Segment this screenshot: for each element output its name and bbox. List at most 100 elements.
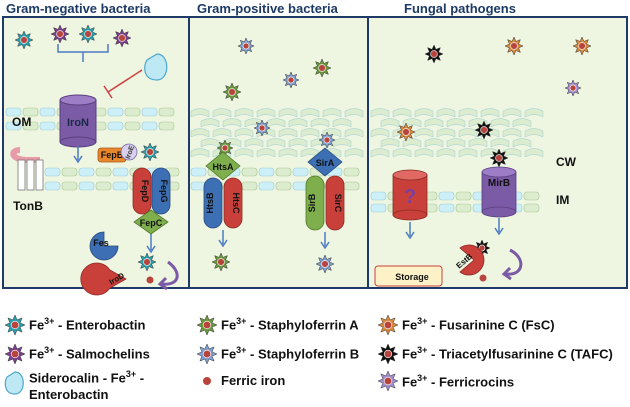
fe-sup: 3+	[125, 369, 137, 379]
membrane-tile	[424, 118, 444, 128]
membrane-tile	[141, 121, 158, 131]
membrane-tile	[436, 148, 456, 158]
membrane-tile	[310, 118, 330, 128]
membrane-tile	[190, 167, 207, 177]
legend-staph-a-text: - Staphyloferrin A	[246, 317, 359, 333]
fe-label: Fe	[402, 317, 418, 333]
salmochelin-star-icon	[112, 28, 132, 48]
mirb-label: MirB	[488, 178, 510, 189]
legend-enterobactin: Fe3+ - Enterobactin	[29, 316, 145, 332]
legend-enterobactin-text: - Enterobactin	[54, 317, 146, 333]
legend-staphyloferrin-b-star-icon	[196, 343, 218, 365]
membrane-tile	[370, 128, 390, 138]
enterobactin-star-icon	[137, 252, 157, 272]
membrane-tile	[124, 107, 141, 117]
legend-siderocalin-text: Siderocalin - Fe	[29, 370, 126, 386]
membrane-tile	[370, 191, 387, 201]
membrane-tile	[458, 148, 478, 158]
inhibition-line	[103, 69, 143, 99]
membrane-tile	[380, 118, 400, 128]
legend-enterobactin-star-icon	[4, 314, 26, 336]
membrane-tile	[322, 108, 342, 118]
membrane-tile	[502, 108, 522, 118]
legend-siderocalin-dash: -	[136, 370, 145, 386]
membrane-tile	[278, 108, 298, 118]
membrane-tile	[490, 138, 510, 148]
membrane-tile	[278, 128, 298, 138]
membrane-tile	[455, 191, 472, 201]
membrane-tile	[424, 138, 444, 148]
membrane-tile	[95, 181, 112, 191]
enterobactin-star-icon	[78, 24, 98, 44]
legend-siderocalin-enterobactin: Enterobactin	[29, 387, 109, 402]
membrane-tile	[300, 128, 320, 138]
ferric-iron-dot-icon	[146, 276, 154, 284]
gram-negative-panel: IroN OM TonB FepB IroE FepD	[2, 16, 190, 296]
membrane-tile	[107, 121, 124, 131]
fe-sup: 3+	[236, 316, 247, 326]
cw-label: CW	[556, 155, 577, 169]
membrane-tile	[44, 181, 61, 191]
staphyloferrin-a-star-icon	[216, 139, 234, 157]
membrane-tile	[300, 108, 320, 118]
fsc-star-icon	[572, 36, 592, 56]
fepc-label: FepC	[140, 218, 163, 228]
htsa-label: HtsA	[212, 162, 234, 172]
membrane-tile	[112, 181, 129, 191]
membrane-tile	[258, 181, 275, 191]
tafc-star-icon	[474, 120, 494, 140]
membrane-tile	[446, 138, 466, 148]
fepd-label: FepD	[140, 180, 150, 203]
sirc-label: SirC	[333, 194, 343, 213]
legend-icons	[4, 314, 399, 392]
im-label: IM	[556, 193, 569, 207]
legend-tafc-text: - Triacetylfusarinine C (TAFC)	[427, 346, 613, 362]
membrane-tile	[523, 203, 540, 213]
membrane-tile	[480, 108, 500, 118]
fsc-star-icon	[396, 122, 416, 142]
legend-fsc-star-icon	[377, 314, 399, 336]
fes-enzyme: Fes	[89, 231, 119, 261]
htsc-protein: HtsC	[223, 177, 243, 229]
membrane-tile	[436, 108, 456, 118]
htsa-protein: HtsA	[205, 151, 241, 181]
membrane-tile	[234, 108, 254, 118]
membrane-tile	[392, 108, 412, 118]
membrane-tile	[278, 148, 298, 158]
irod-enzyme: IroD	[80, 262, 127, 296]
fe-label: Fe	[29, 346, 45, 362]
membrane-tile	[502, 128, 522, 138]
fe-sup: 3+	[417, 316, 428, 326]
unknown-transporter: ?	[392, 169, 428, 221]
membrane-tile	[468, 138, 488, 148]
membrane-tile	[458, 108, 478, 118]
fe-sup: 3+	[417, 373, 428, 383]
membrane-tile	[380, 138, 400, 148]
membrane-tile	[438, 203, 455, 213]
htsb-label: HtsB	[205, 192, 215, 214]
membrane-tile	[256, 148, 276, 158]
staphyloferrin-a-star-icon	[312, 58, 332, 78]
membrane-tile	[343, 181, 360, 191]
membrane-tile	[502, 148, 522, 158]
fepd-protein: FepD	[132, 167, 152, 215]
legend-ferricrocin-star-icon	[377, 370, 399, 392]
sira-label: SirA	[316, 158, 335, 168]
membrane-tile	[234, 128, 254, 138]
iron-receptor: IroN	[59, 94, 97, 148]
storage-label: Storage	[395, 272, 429, 282]
storage-box-icon: Storage	[374, 265, 443, 287]
legend-fsc: Fe3+ - Fusarinine C (FsC)	[402, 316, 555, 332]
legend-salmochelins: Fe3+ - Salmochelins	[29, 345, 150, 361]
membrane-tile	[22, 107, 39, 117]
legend-staphyloferrin-a: Fe3+ - Staphyloferrin A	[221, 316, 359, 332]
legend-tafc-star-icon	[377, 343, 399, 365]
tonb-protein: TonB	[10, 147, 44, 213]
membrane-tile	[39, 107, 56, 117]
membrane-tile	[5, 107, 22, 117]
enterobactin-star-icon	[14, 30, 34, 50]
staphyloferrin-b-star-icon	[318, 131, 336, 149]
fepg-label: FepG	[159, 179, 169, 202]
htsc-label: HtsC	[231, 192, 241, 214]
fungal-title: Fungal pathogens	[404, 1, 516, 16]
